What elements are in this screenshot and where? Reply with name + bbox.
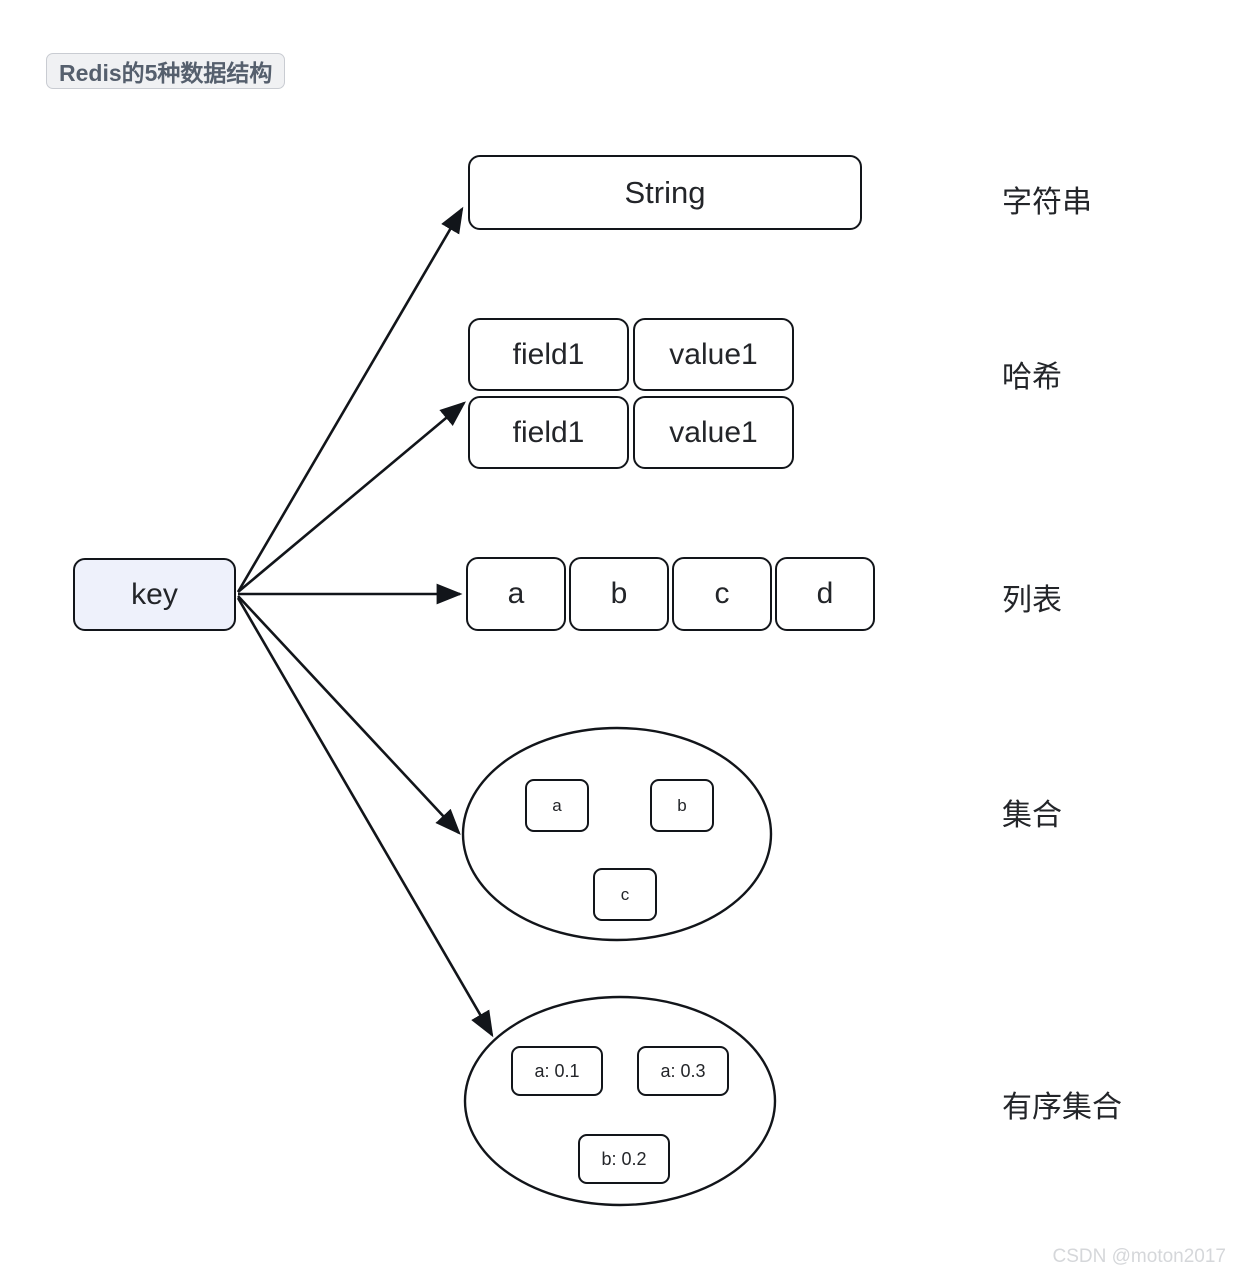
- caption-list: 列表: [1002, 584, 1062, 617]
- set-member-cell[interactable]: a: [525, 779, 589, 832]
- list-cell[interactable]: c: [672, 557, 772, 631]
- list-cell-label: b: [610, 577, 628, 610]
- key-node-label: key: [131, 577, 178, 611]
- list-cell[interactable]: a: [466, 557, 566, 631]
- watermark: CSDN @moton2017: [1052, 1246, 1226, 1267]
- hash-field-cell[interactable]: field1: [468, 396, 629, 469]
- edge-key-to-hash: [237, 401, 466, 593]
- zset-member-cell[interactable]: b: 0.2: [578, 1134, 670, 1184]
- hash-field-cell[interactable]: field1: [468, 318, 629, 391]
- edge-key-to-zset: [236, 597, 494, 1038]
- caption-string: 字符串: [1002, 186, 1092, 219]
- set-member-label: a: [552, 795, 562, 815]
- caption-sorted-set: 有序集合: [1002, 1091, 1122, 1124]
- page-title: Redis的5种数据结构: [59, 60, 273, 86]
- zset-member-label: b: 0.2: [601, 1148, 647, 1169]
- diagram-title-badge: Redis的5种数据结构: [46, 53, 286, 89]
- hash-value-cell[interactable]: value1: [633, 318, 794, 391]
- hash-field-label: field1: [512, 415, 585, 449]
- hash-value-label: value1: [669, 415, 758, 449]
- edge-key-to-set: [237, 595, 461, 835]
- string-node[interactable]: String: [468, 155, 862, 230]
- list-cell-label: c: [714, 577, 730, 610]
- hash-value-label: value1: [669, 337, 758, 371]
- list-cell[interactable]: d: [775, 557, 875, 631]
- zset-member-label: a: 0.1: [534, 1060, 580, 1081]
- edge-key-to-string: [236, 206, 464, 593]
- set-member-label: b: [677, 795, 687, 815]
- list-cell-label: d: [816, 577, 834, 610]
- hash-value-cell[interactable]: value1: [633, 396, 794, 469]
- set-member-label: c: [620, 884, 630, 904]
- zset-member-cell[interactable]: a: 0.1: [511, 1046, 603, 1096]
- caption-hash: 哈希: [1002, 361, 1062, 394]
- list-cell[interactable]: b: [569, 557, 669, 631]
- zset-member-cell[interactable]: a: 0.3: [637, 1046, 729, 1096]
- list-cell-label: a: [507, 577, 525, 610]
- set-member-cell[interactable]: b: [650, 779, 714, 832]
- string-node-label: String: [624, 174, 706, 210]
- hash-field-label: field1: [512, 337, 585, 371]
- set-member-cell[interactable]: c: [593, 868, 657, 921]
- key-node[interactable]: key: [73, 558, 236, 631]
- caption-set: 集合: [1002, 799, 1062, 832]
- zset-member-label: a: 0.3: [660, 1060, 706, 1081]
